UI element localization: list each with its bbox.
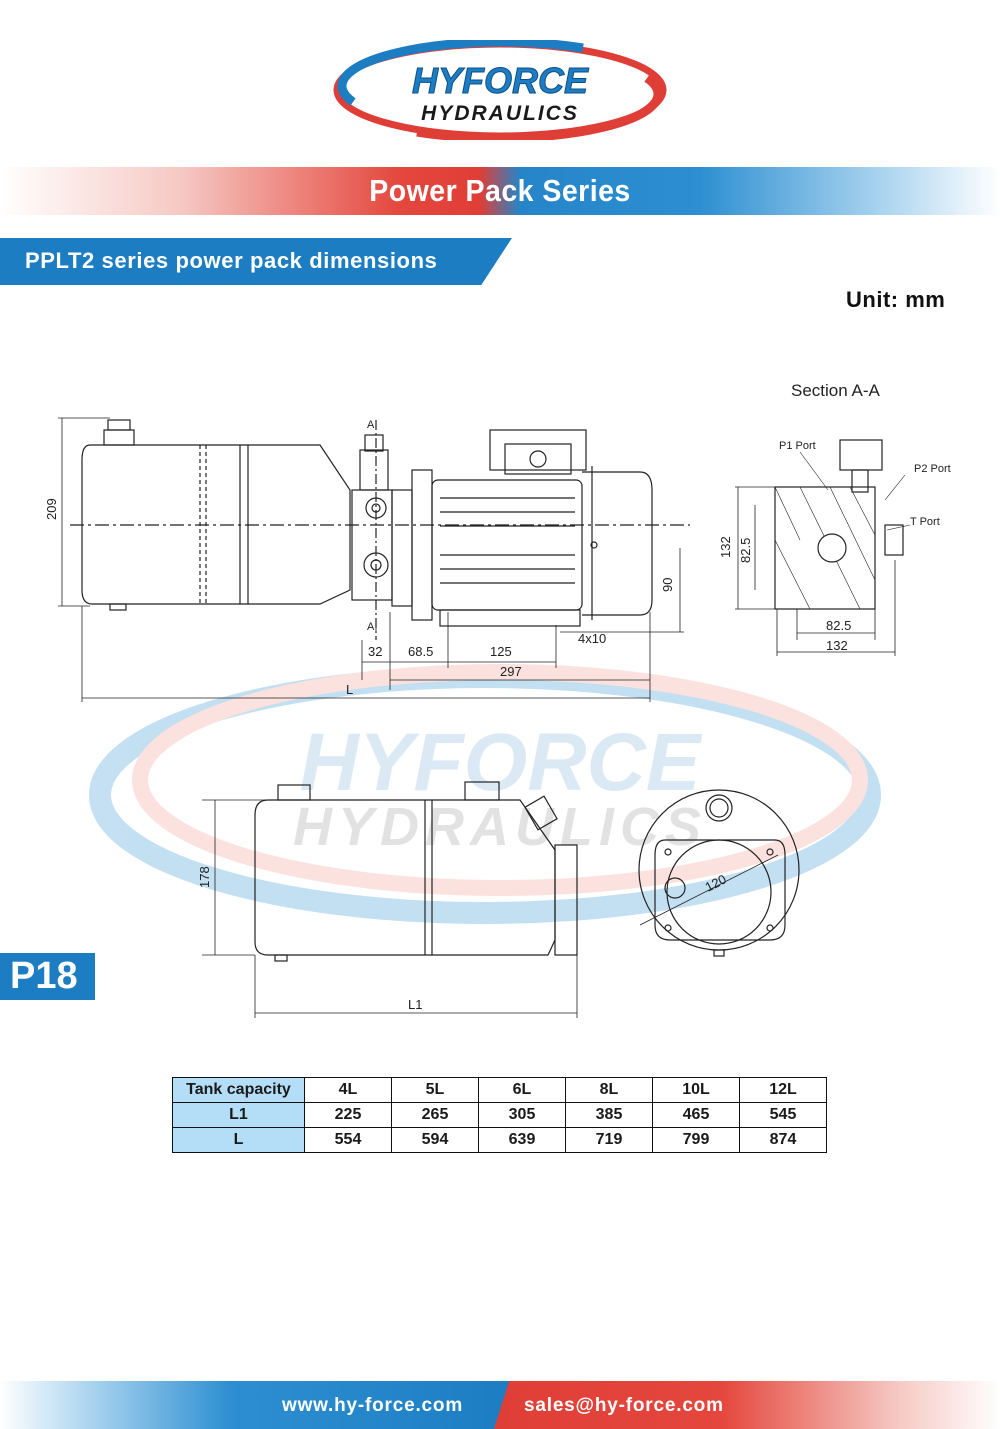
table-header-row: Tank capacity 4L 5L 6L 8L 10L 12L (172, 1077, 827, 1103)
watermark-text-top: HYFORCE (300, 717, 703, 808)
dim-L: L (346, 682, 353, 697)
table-cell: 545 (739, 1102, 827, 1128)
dim-68-5: 68.5 (408, 644, 433, 659)
row-label: L1 (172, 1102, 305, 1128)
capacity-cell: 4L (304, 1077, 392, 1103)
dim-section-82-5-h: 82.5 (826, 618, 851, 633)
tank-end-view (638, 789, 800, 957)
email-link[interactable]: sales@hy-force.com (524, 1395, 724, 1416)
dim-L1: L1 (408, 997, 422, 1012)
capacity-cell: 6L (478, 1077, 566, 1103)
side-view-dimension-lines (58, 417, 684, 702)
table-cell: 799 (652, 1127, 740, 1153)
capacity-cell: 12L (739, 1077, 827, 1103)
capacity-cell: 8L (565, 1077, 653, 1103)
table-header-label: Tank capacity (172, 1077, 305, 1103)
series-banner (0, 167, 1000, 215)
watermark-text-bottom: HYDRAULICS (293, 797, 707, 857)
t-port-label: T Port (910, 516, 940, 528)
section-a-a-label: Section A-A (791, 381, 880, 400)
table-cell: 265 (391, 1102, 479, 1128)
side-view-motor (391, 429, 653, 627)
side-view-tank (70, 419, 690, 611)
side-view-valve-block (351, 420, 393, 640)
table-cell: 385 (565, 1102, 653, 1128)
logo-text-bottom: HYDRAULICS (421, 102, 579, 125)
section-mark-top: A (367, 419, 375, 431)
unit-label: Unit: mm (846, 287, 946, 312)
series-banner-title: Power Pack Series (369, 173, 631, 208)
dim-4x10: 4x10 (578, 631, 606, 646)
dim-section-82-5-v: 82.5 (738, 538, 753, 563)
row-label: L (172, 1127, 305, 1153)
website-link[interactable]: www.hy-force.com (282, 1395, 464, 1416)
section-a-a-view (735, 439, 911, 656)
section-title-tab (0, 238, 512, 285)
page-number-tag (0, 953, 95, 1000)
logo-text-top: HYFORCE (412, 60, 589, 101)
capacity-cell: 5L (391, 1077, 479, 1103)
watermark: HYFORCE HYDRAULICS (89, 664, 881, 924)
table-row: L1 225 265 305 385 465 545 (172, 1102, 827, 1128)
dim-90: 90 (660, 578, 675, 592)
dim-297: 297 (500, 664, 522, 679)
hyforce-logo: HYFORCE HYDRAULICS (333, 40, 667, 140)
table-cell: 554 (304, 1127, 392, 1153)
footer-left-band (0, 1381, 510, 1429)
table-cell: 874 (739, 1127, 827, 1153)
p1-port-label: P1 Port (779, 440, 816, 452)
dim-section-132-v: 132 (718, 536, 733, 558)
dim-32: 32 (368, 644, 382, 659)
table-cell: 305 (478, 1102, 566, 1128)
table-cell: 594 (391, 1127, 479, 1153)
p2-port-label: P2 Port (914, 463, 951, 475)
table-cell: 719 (565, 1127, 653, 1153)
dim-209: 209 (44, 498, 59, 520)
table-cell: 639 (478, 1127, 566, 1153)
footer-right-band (494, 1381, 1000, 1429)
table-row: L 554 594 639 719 799 874 (172, 1127, 827, 1153)
capacity-cell: 10L (652, 1077, 740, 1103)
dim-178: 178 (197, 866, 212, 888)
section-mark-bottom: A (367, 621, 375, 633)
dim-section-132-h: 132 (826, 638, 848, 653)
table-cell: 465 (652, 1102, 740, 1128)
tank-view (202, 781, 578, 1018)
page-number: P18 (10, 955, 78, 997)
dim-125: 125 (490, 644, 512, 659)
dimension-table: Tank capacity 4L 5L 6L 8L 10L 12L L1 225… (172, 1077, 827, 1153)
table-cell: 225 (304, 1102, 392, 1128)
section-title: PPLT2 series power pack dimensions (25, 248, 438, 273)
